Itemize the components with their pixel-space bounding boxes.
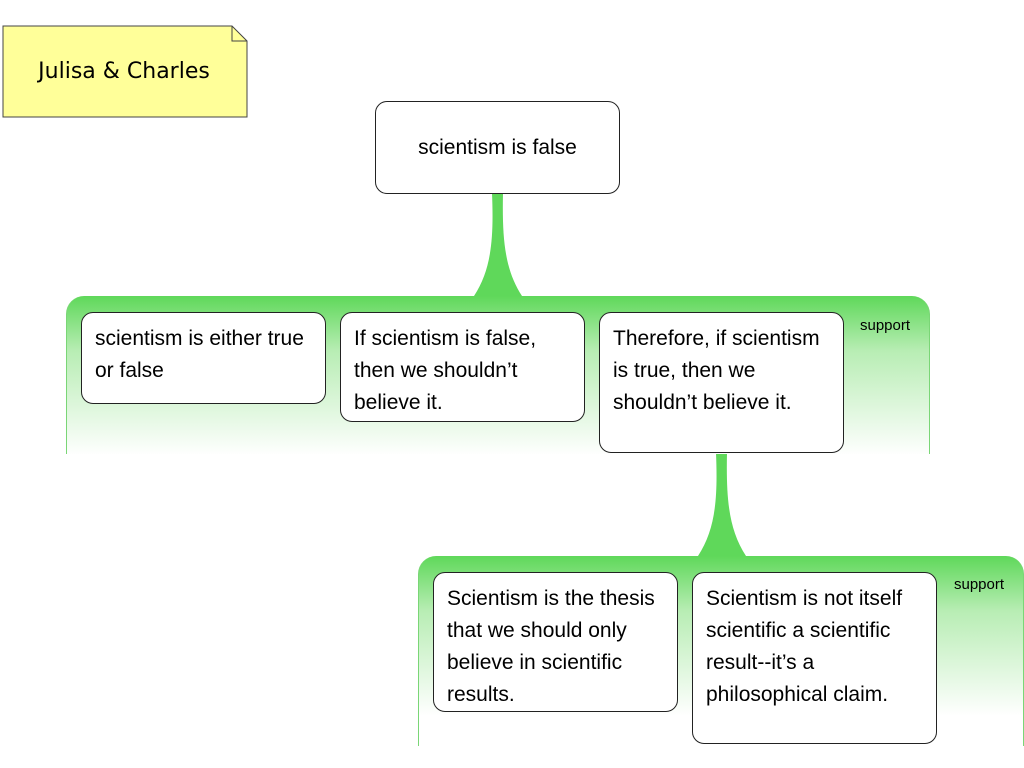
support-group-1-label: support: [860, 317, 911, 334]
main-claim-box[interactable]: scientism is false: [375, 101, 620, 194]
premise-text: Therefore, if scientism is true, then we…: [613, 327, 820, 414]
premise-text: Scientism is the thesis that we should o…: [447, 587, 655, 706]
note-label: Julisa & Charles: [38, 58, 210, 84]
premise-box-2[interactable]: If scientism is false, then we shouldn’t…: [340, 312, 585, 422]
premise-box-4[interactable]: Scientism is the thesis that we should o…: [433, 572, 678, 712]
author-note[interactable]: Julisa & Charles: [2, 25, 248, 118]
premise-box-1[interactable]: scientism is either true or false: [81, 312, 326, 404]
support-group-2-label: support: [954, 576, 1005, 593]
connector-premise3-to-group2: [698, 453, 746, 556]
main-claim-text: scientism is false: [418, 135, 577, 159]
note-shape: [2, 25, 248, 118]
premise-text: Scientism is not itself scientific a sci…: [706, 587, 903, 706]
premise-text: scientism is either true or false: [95, 327, 304, 382]
premise-text: If scientism is false, then we shouldn’t…: [354, 327, 537, 414]
premise-box-5[interactable]: Scientism is not itself scientific a sci…: [692, 572, 937, 744]
premise-box-3[interactable]: Therefore, if scientism is true, then we…: [599, 312, 844, 453]
connector-claim-to-group1: [474, 193, 522, 296]
